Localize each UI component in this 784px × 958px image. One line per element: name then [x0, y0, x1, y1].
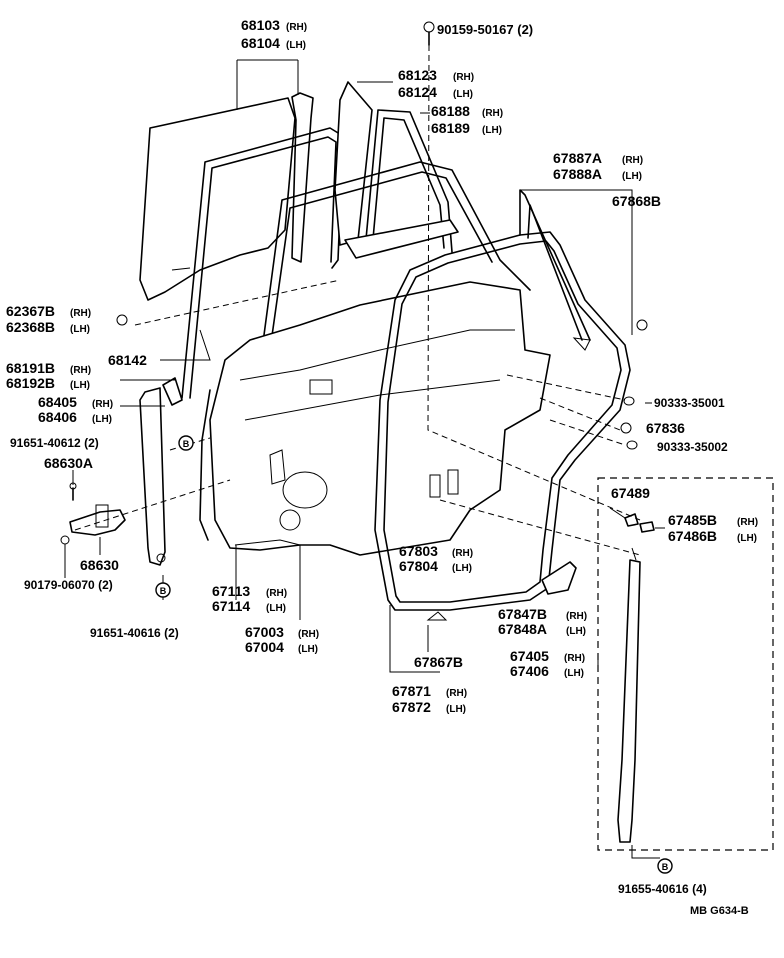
door-glass: [139, 97, 296, 301]
door-weatherstrip-outer: [261, 161, 531, 351]
label-91651-40616: 91651-40616 (2): [90, 626, 179, 640]
label-68630A: 68630A: [44, 455, 93, 471]
label-68123: 68123: [398, 67, 437, 83]
door-weatherstrip-main: [374, 231, 631, 611]
label-67113: 67113: [212, 583, 250, 599]
svg-text:(RH): (RH): [298, 629, 319, 640]
label-90159-50167: 90159-50167 (2): [437, 22, 533, 37]
svg-text:(LH): (LH): [446, 704, 466, 715]
label-68630: 68630: [80, 557, 119, 573]
svg-text:(RH): (RH): [452, 548, 473, 559]
glass-run-channel: [181, 127, 344, 399]
svg-text:(RH): (RH): [453, 72, 474, 83]
small-fasteners: [60, 21, 655, 621]
svg-text:(LH): (LH): [70, 324, 90, 335]
label-67485B: 67485B: [668, 512, 717, 528]
label-67406: 67406: [510, 663, 549, 679]
label-90333-35002: 90333-35002: [657, 440, 728, 454]
label-68124: 68124: [398, 84, 437, 100]
label-67867B: 67867B: [414, 654, 463, 670]
label-62368B: 62368B: [6, 319, 55, 335]
svg-text:(LH): (LH): [453, 89, 473, 100]
label-67486B: 67486B: [668, 528, 717, 544]
svg-text:(LH): (LH): [266, 603, 286, 614]
label-67004: 67004: [245, 639, 284, 655]
svg-text:(LH): (LH): [452, 563, 472, 574]
label-67836: 67836: [646, 420, 685, 436]
label-68142: 68142: [108, 352, 147, 368]
quarter-window-frame: [334, 81, 459, 259]
label-67003: 67003: [245, 624, 284, 640]
label-67847B: 67847B: [498, 606, 547, 622]
svg-text:B: B: [183, 439, 190, 449]
rear-garnish-strip: [617, 547, 641, 843]
svg-text:(RH): (RH): [286, 22, 307, 33]
svg-text:(RH): (RH): [566, 611, 587, 622]
svg-text:(RH): (RH): [92, 399, 113, 410]
label-67888A: 67888A: [553, 166, 602, 182]
division-bar-upper: [291, 92, 314, 263]
svg-text:(RH): (RH): [70, 308, 91, 319]
label-62367B: 62367B: [6, 303, 55, 319]
label-67848A: 67848A: [498, 621, 547, 637]
svg-text:(RH): (RH): [70, 365, 91, 376]
svg-text:(RH): (RH): [266, 588, 287, 599]
label-67114: 67114: [212, 598, 250, 614]
label-90179-06070: 90179-06070 (2): [24, 578, 113, 592]
callout-b-2: B: [155, 582, 171, 598]
svg-text:(LH): (LH): [482, 125, 502, 136]
svg-text:(LH): (LH): [622, 171, 642, 182]
svg-text:(LH): (LH): [566, 626, 586, 637]
label-91655-40616: 91655-40616 (4): [618, 882, 707, 896]
svg-text:(LH): (LH): [70, 380, 90, 391]
figure-code: MB G634-B: [690, 905, 749, 917]
svg-text:(RH): (RH): [737, 517, 758, 528]
callout-b-1: B: [178, 435, 194, 451]
svg-text:B: B: [160, 586, 167, 596]
label-68192B: 68192B: [6, 375, 55, 391]
label-68104: 68104: [241, 35, 280, 51]
svg-text:(RH): (RH): [446, 688, 467, 699]
svg-text:B: B: [662, 862, 669, 872]
label-68405: 68405: [38, 394, 77, 410]
door-check: [69, 482, 126, 536]
label-67872: 67872: [392, 699, 431, 715]
door-opening-trim: [519, 189, 591, 351]
svg-text:(LH): (LH): [92, 414, 112, 425]
label-68406: 68406: [38, 409, 77, 425]
label-67871: 67871: [392, 683, 431, 699]
label-67803: 67803: [399, 543, 438, 559]
svg-text:(LH): (LH): [286, 40, 306, 51]
label-67405: 67405: [510, 648, 549, 664]
label-67804: 67804: [399, 558, 438, 574]
label-67489: 67489: [611, 485, 650, 501]
label-68189: 68189: [431, 120, 470, 136]
label-68188: 68188: [431, 103, 470, 119]
label-91651-40612: 91651-40612 (2): [10, 436, 99, 450]
label-90333-35001: 90333-35001: [654, 396, 725, 410]
label-67887A: 67887A: [553, 150, 602, 166]
label-67868B: 67868B: [612, 193, 661, 209]
svg-text:(RH): (RH): [482, 108, 503, 119]
weatherstrip-end: [541, 561, 577, 595]
svg-text:(RH): (RH): [564, 653, 585, 664]
callout-b-3: B: [657, 858, 673, 874]
dashed-leaders: [74, 44, 774, 851]
svg-text:(LH): (LH): [298, 644, 318, 655]
svg-text:(LH): (LH): [564, 668, 584, 679]
label-68103: 68103: [241, 17, 280, 33]
svg-text:(LH): (LH): [737, 533, 757, 544]
leader-lines: [64, 59, 665, 859]
part-labels: 68103 (RH) 68104 (LH) 90159-50167 (2) 68…: [6, 17, 758, 917]
svg-text:(RH): (RH): [622, 155, 643, 166]
label-68191B: 68191B: [6, 360, 55, 376]
